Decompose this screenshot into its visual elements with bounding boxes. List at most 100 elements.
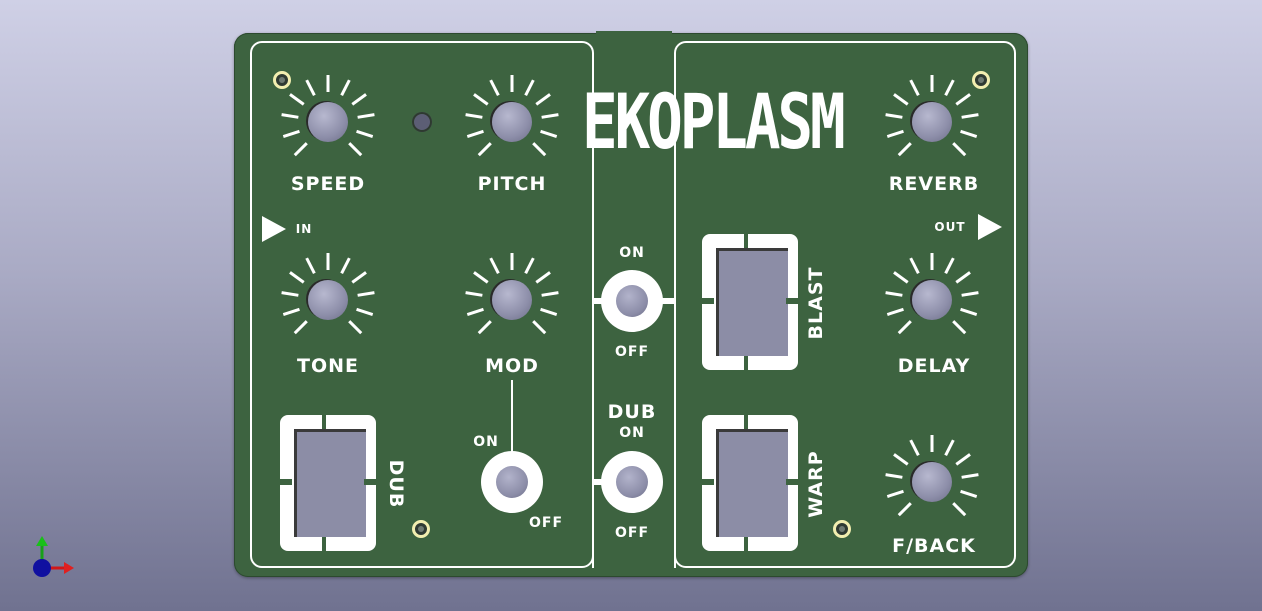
knob-tick [466, 129, 484, 138]
knob-tick [952, 142, 967, 157]
knob-tick-marks [281, 253, 375, 335]
knob-tick [340, 257, 351, 274]
knob-tick [541, 113, 559, 119]
tone-knob[interactable] [280, 252, 376, 348]
knob-tick [489, 79, 500, 96]
footswitch-pad [716, 429, 788, 537]
delay-label: DELAY [897, 355, 971, 377]
footswitch-notch [744, 537, 748, 551]
knob-tick [465, 113, 483, 119]
knob-tick-marks [281, 75, 375, 157]
pitch-knob[interactable] [464, 74, 560, 170]
mod-toggle-on-label: ON [473, 434, 499, 450]
footswitch-pad [294, 429, 366, 537]
product-title: EKOPLASM [582, 77, 846, 166]
knob-tick [961, 113, 979, 119]
knob-tick [356, 307, 374, 316]
footswitch-notch [786, 298, 798, 304]
knob-tick [532, 142, 547, 157]
knob-tick [535, 93, 551, 106]
knob-tick [348, 320, 363, 335]
mod-knob[interactable] [464, 252, 560, 348]
knob-tick [961, 473, 979, 479]
axis-gizmo-icon [33, 536, 74, 577]
in-jack-label: IN [295, 222, 313, 236]
warp-footswitch-label: WARP [805, 450, 827, 518]
tone-label: TONE [297, 355, 359, 377]
knob-tick [524, 257, 535, 274]
feedback-label: F/BACK [892, 535, 976, 557]
speed-knob[interactable] [280, 74, 376, 170]
dub-toggle[interactable] [601, 451, 663, 513]
knob-tick [909, 257, 920, 274]
screw-bottom-left-icon [412, 520, 430, 538]
knob-tick [282, 129, 300, 138]
out-jack-label: OUT [934, 220, 966, 234]
knob-tick [281, 291, 299, 297]
center-divider-right [674, 168, 676, 568]
blast-footswitch[interactable] [702, 234, 798, 370]
footswitch-notch [744, 356, 748, 370]
knob-tick [944, 439, 955, 456]
knob-cap [492, 280, 532, 320]
feedback-knob[interactable] [884, 434, 980, 530]
knob-tick [540, 129, 558, 138]
dub-footswitch-label: DUB [385, 459, 407, 509]
warp-footswitch[interactable] [702, 415, 798, 551]
knob-tick [944, 257, 955, 274]
toggle-lever [496, 466, 528, 498]
dub-toggle-on-label: ON [619, 425, 645, 441]
knob-tick [356, 129, 374, 138]
screw-top-left-icon [273, 71, 291, 89]
knob-cap [308, 280, 348, 320]
knob-tick [952, 502, 967, 517]
center-divider-left [592, 168, 594, 568]
knob-tick [293, 320, 308, 335]
toggle-bar-left [592, 479, 602, 485]
knob-tick [357, 291, 375, 297]
mod-label: MOD [485, 355, 539, 377]
knob-tick [524, 79, 535, 96]
knob-tick [885, 113, 903, 119]
knob-tick [535, 271, 551, 284]
toggle-bar-left [592, 298, 602, 304]
dub-toggle-title: DUB [607, 401, 657, 423]
in-jack-arrow-icon [262, 216, 286, 242]
toggle-lever [616, 285, 648, 317]
knob-tick [289, 271, 305, 284]
footswitch-notch [744, 415, 748, 429]
delay-knob[interactable] [884, 252, 980, 348]
dub-toggle-off-label: OFF [614, 525, 650, 541]
knob-tick [960, 307, 978, 316]
knob-tick [281, 113, 299, 119]
knob-tick [357, 113, 375, 119]
knob-tick [473, 93, 489, 106]
knob-tick [477, 142, 492, 157]
knob-tick-marks [885, 75, 979, 157]
main-bypass-toggle[interactable] [601, 270, 663, 332]
knob-tick [909, 439, 920, 456]
out-jack-arrow-icon [978, 214, 1002, 240]
toggle-bar-right [662, 298, 676, 304]
knob-tick [952, 320, 967, 335]
knob-cap [912, 102, 952, 142]
screw-bottom-right-icon [833, 520, 851, 538]
mod-toggle-line [511, 380, 513, 460]
footswitch-notch [364, 479, 376, 485]
knob-tick [893, 271, 909, 284]
speed-label: SPEED [290, 173, 366, 195]
knob-tick [532, 320, 547, 335]
knob-tick [886, 489, 904, 498]
reverb-label: REVERB [888, 173, 980, 195]
dub-footswitch[interactable] [280, 415, 376, 551]
knob-tick [961, 291, 979, 297]
mod-toggle-off-label: OFF [528, 515, 564, 531]
knob-tick [489, 257, 500, 274]
knob-tick [960, 489, 978, 498]
knob-tick [282, 307, 300, 316]
pitch-label: PITCH [477, 173, 547, 195]
mod-toggle[interactable] [481, 451, 543, 513]
knob-tick [897, 320, 912, 335]
reverb-knob[interactable] [884, 74, 980, 170]
knob-cap [308, 102, 348, 142]
